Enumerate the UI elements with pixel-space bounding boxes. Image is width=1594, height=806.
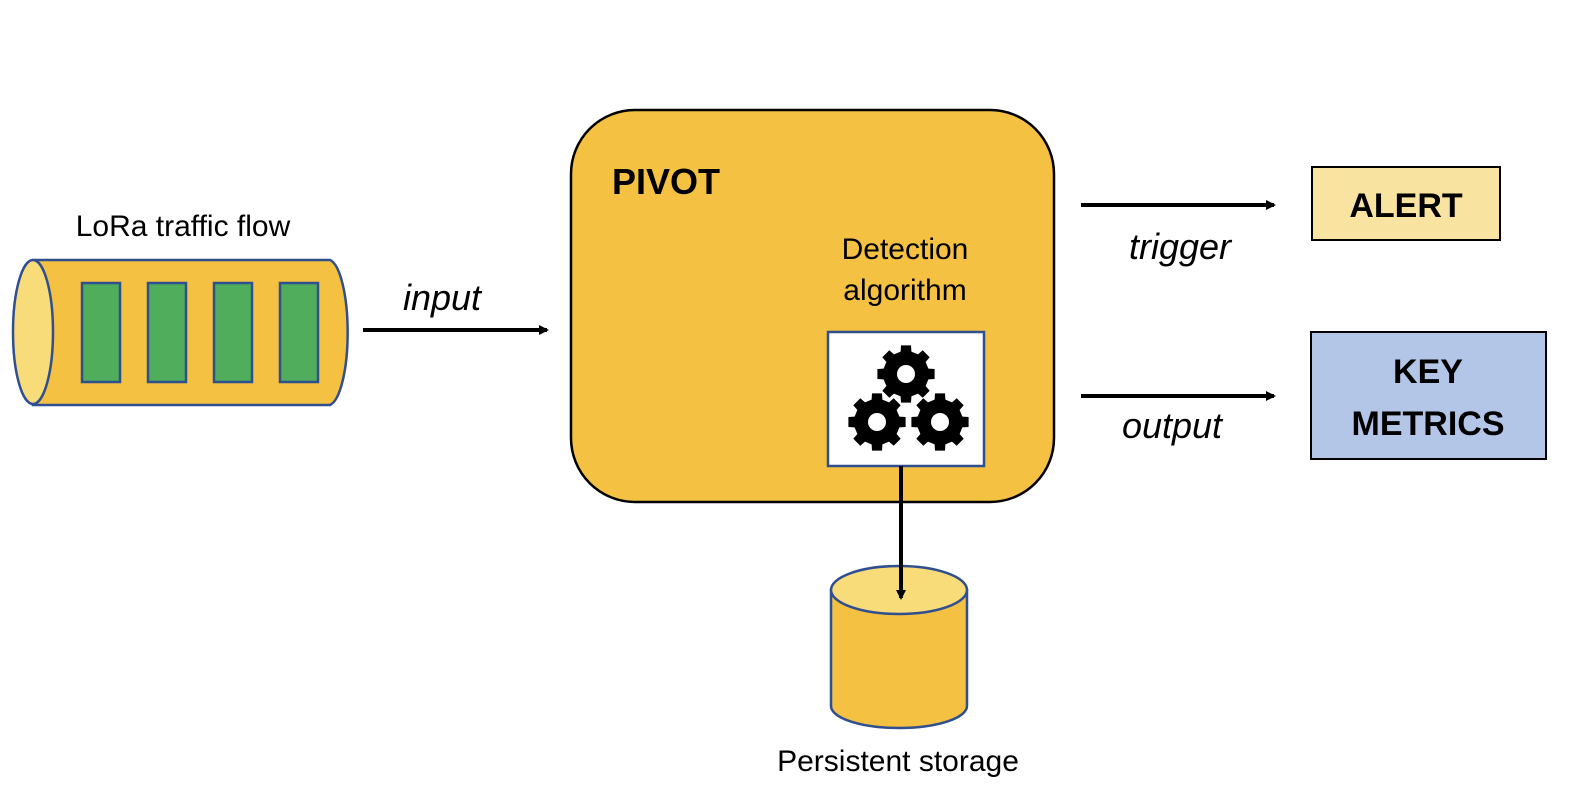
lora-traffic-flow: LoRa traffic flow xyxy=(11,210,349,407)
key-metrics-line2: METRICS xyxy=(1352,405,1505,443)
key-metrics-box: KEY METRICS xyxy=(1310,331,1547,460)
alert-box: ALERT xyxy=(1311,166,1501,241)
alert-rect xyxy=(1311,166,1501,241)
trigger-label: trigger xyxy=(1129,226,1233,267)
traffic-packet xyxy=(278,281,320,384)
gears-icon xyxy=(848,345,969,451)
gear-hole xyxy=(868,413,886,431)
traffic-label: LoRa traffic flow xyxy=(76,210,291,243)
persistent-storage: Persistent storage xyxy=(777,560,1019,778)
algorithm-label-line2: algorithm xyxy=(843,274,966,307)
alert-label: ALERT xyxy=(1349,187,1463,225)
storage-cylinder-body xyxy=(829,588,969,730)
pivot-title: PIVOT xyxy=(612,161,720,202)
output-edge: output xyxy=(1081,391,1276,446)
pivot-box: PIVOT Detection algorithm xyxy=(569,108,1056,504)
output-label: output xyxy=(1122,405,1224,446)
gear-hole xyxy=(897,365,915,383)
traffic-packet xyxy=(212,281,254,384)
traffic-cylinder-end xyxy=(11,258,55,406)
traffic-packet xyxy=(146,281,188,384)
gear-hole xyxy=(931,413,949,431)
storage-label: Persistent storage xyxy=(777,745,1019,778)
input-label: input xyxy=(403,277,483,318)
key-metrics-line1: KEY xyxy=(1393,353,1463,391)
input-edge: input xyxy=(363,277,549,335)
key-metrics-rect xyxy=(1310,331,1547,460)
traffic-packet xyxy=(80,281,122,384)
trigger-edge: trigger xyxy=(1081,200,1276,267)
algorithm-label-line1: Detection xyxy=(842,233,969,266)
